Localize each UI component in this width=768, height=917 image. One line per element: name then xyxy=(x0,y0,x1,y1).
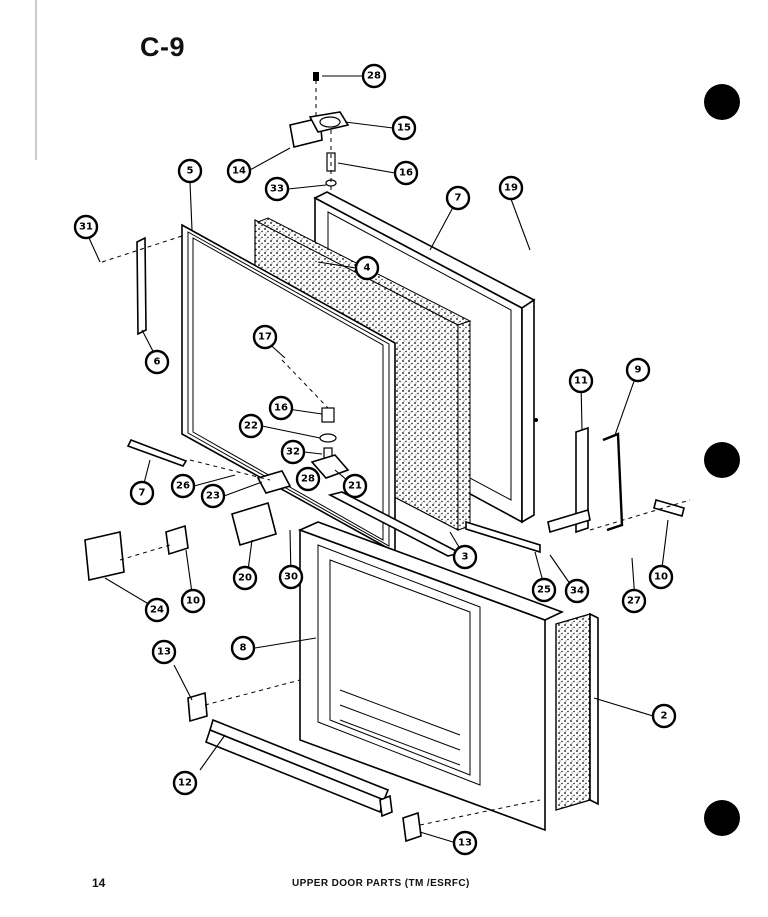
part-inner-door-liner xyxy=(297,521,565,832)
punch-hole-middle xyxy=(704,442,740,478)
callout-26: 26 xyxy=(170,473,196,499)
svg-text:25: 25 xyxy=(537,585,551,596)
svg-text:2: 2 xyxy=(661,711,668,722)
callout-11: 11 xyxy=(568,368,594,394)
svg-text:13: 13 xyxy=(458,838,472,849)
part-bottom-rail xyxy=(187,679,541,843)
callout-16: 16 xyxy=(393,160,419,186)
callout-3: 3 xyxy=(452,544,478,570)
svg-text:11: 11 xyxy=(574,376,588,387)
callout-4: 4 xyxy=(354,255,380,281)
svg-text:5: 5 xyxy=(187,166,194,177)
part-bottom-strip xyxy=(126,438,188,467)
callout-13-lower: 13 xyxy=(452,830,478,856)
svg-text:12: 12 xyxy=(178,778,192,789)
callout-19: 19 xyxy=(498,175,524,201)
callout-25: 25 xyxy=(531,577,557,603)
svg-text:7: 7 xyxy=(139,488,146,499)
svg-text:16: 16 xyxy=(274,403,288,414)
callout-33: 33 xyxy=(264,176,290,202)
punch-hole-bottom xyxy=(704,800,740,836)
svg-text:21: 21 xyxy=(348,481,362,492)
svg-text:13: 13 xyxy=(157,647,171,658)
svg-text:28: 28 xyxy=(301,474,315,485)
callout-30: 30 xyxy=(278,564,304,590)
callout-10: 10 xyxy=(648,564,674,590)
page-caption: UPPER DOOR PARTS (TM /ESRFC) xyxy=(292,878,470,889)
svg-text:10: 10 xyxy=(186,596,200,607)
callout-24: 24 xyxy=(144,597,170,623)
part-side-panel xyxy=(555,612,599,811)
svg-text:14: 14 xyxy=(232,166,246,177)
callout-27: 27 xyxy=(621,588,647,614)
svg-text:15: 15 xyxy=(397,123,411,134)
callout-23: 23 xyxy=(200,483,226,509)
alignment-line-bottom xyxy=(189,459,271,481)
page-title: C-9 xyxy=(140,32,186,62)
svg-text:19: 19 xyxy=(504,183,518,194)
callout-32: 32 xyxy=(280,439,306,465)
part-middle-hinge-assembly xyxy=(84,359,350,581)
svg-text:16: 16 xyxy=(399,168,413,179)
callout-2: 2 xyxy=(651,703,677,729)
alignment-line-left xyxy=(101,234,186,263)
page-number: 14 xyxy=(92,876,106,890)
callout-14: 14 xyxy=(226,158,252,184)
callout-7-lower: 7 xyxy=(129,480,155,506)
callout-6: 6 xyxy=(144,349,170,375)
svg-text:31: 31 xyxy=(79,222,93,233)
callout-21: 21 xyxy=(342,473,368,499)
punch-hole-top xyxy=(704,84,740,120)
svg-text:3: 3 xyxy=(462,552,469,563)
callout-28: 28 xyxy=(361,63,387,89)
svg-text:28: 28 xyxy=(367,71,381,82)
callout-22: 22 xyxy=(238,413,264,439)
svg-text:23: 23 xyxy=(206,491,220,502)
callout-8: 8 xyxy=(230,635,256,661)
svg-text:17: 17 xyxy=(258,332,272,343)
svg-text:6: 6 xyxy=(154,357,161,368)
callout-10-left: 10 xyxy=(180,588,206,614)
svg-text:34: 34 xyxy=(570,586,584,597)
callout-12: 12 xyxy=(172,770,198,796)
part-handle-bracket xyxy=(547,426,691,534)
callout-17: 17 xyxy=(252,324,278,350)
callout-16-lower: 16 xyxy=(268,395,294,421)
svg-text:22: 22 xyxy=(244,421,258,432)
part-trim-strip-left xyxy=(136,236,147,336)
callout-5: 5 xyxy=(177,158,203,184)
svg-text:4: 4 xyxy=(364,263,371,274)
part-top-hinge-assembly xyxy=(289,72,350,195)
callout-20: 20 xyxy=(232,565,258,591)
svg-text:32: 32 xyxy=(286,447,300,458)
callout-28-lower: 28 xyxy=(295,466,321,492)
svg-text:24: 24 xyxy=(150,605,164,616)
svg-text:33: 33 xyxy=(270,184,284,195)
svg-text:10: 10 xyxy=(654,572,668,583)
part-lower-strips xyxy=(327,491,541,557)
callout-7: 7 xyxy=(445,185,471,211)
svg-text:26: 26 xyxy=(176,481,190,492)
svg-text:9: 9 xyxy=(635,365,642,376)
callout-34: 34 xyxy=(564,578,590,604)
svg-text:7: 7 xyxy=(455,193,462,204)
svg-text:27: 27 xyxy=(627,596,641,607)
svg-text:30: 30 xyxy=(284,572,298,583)
callout-9: 9 xyxy=(625,357,651,383)
callout-31: 31 xyxy=(73,214,99,240)
callout-13: 13 xyxy=(151,639,177,665)
callout-15: 15 xyxy=(391,115,417,141)
svg-text:20: 20 xyxy=(238,573,252,584)
svg-text:8: 8 xyxy=(240,643,247,654)
